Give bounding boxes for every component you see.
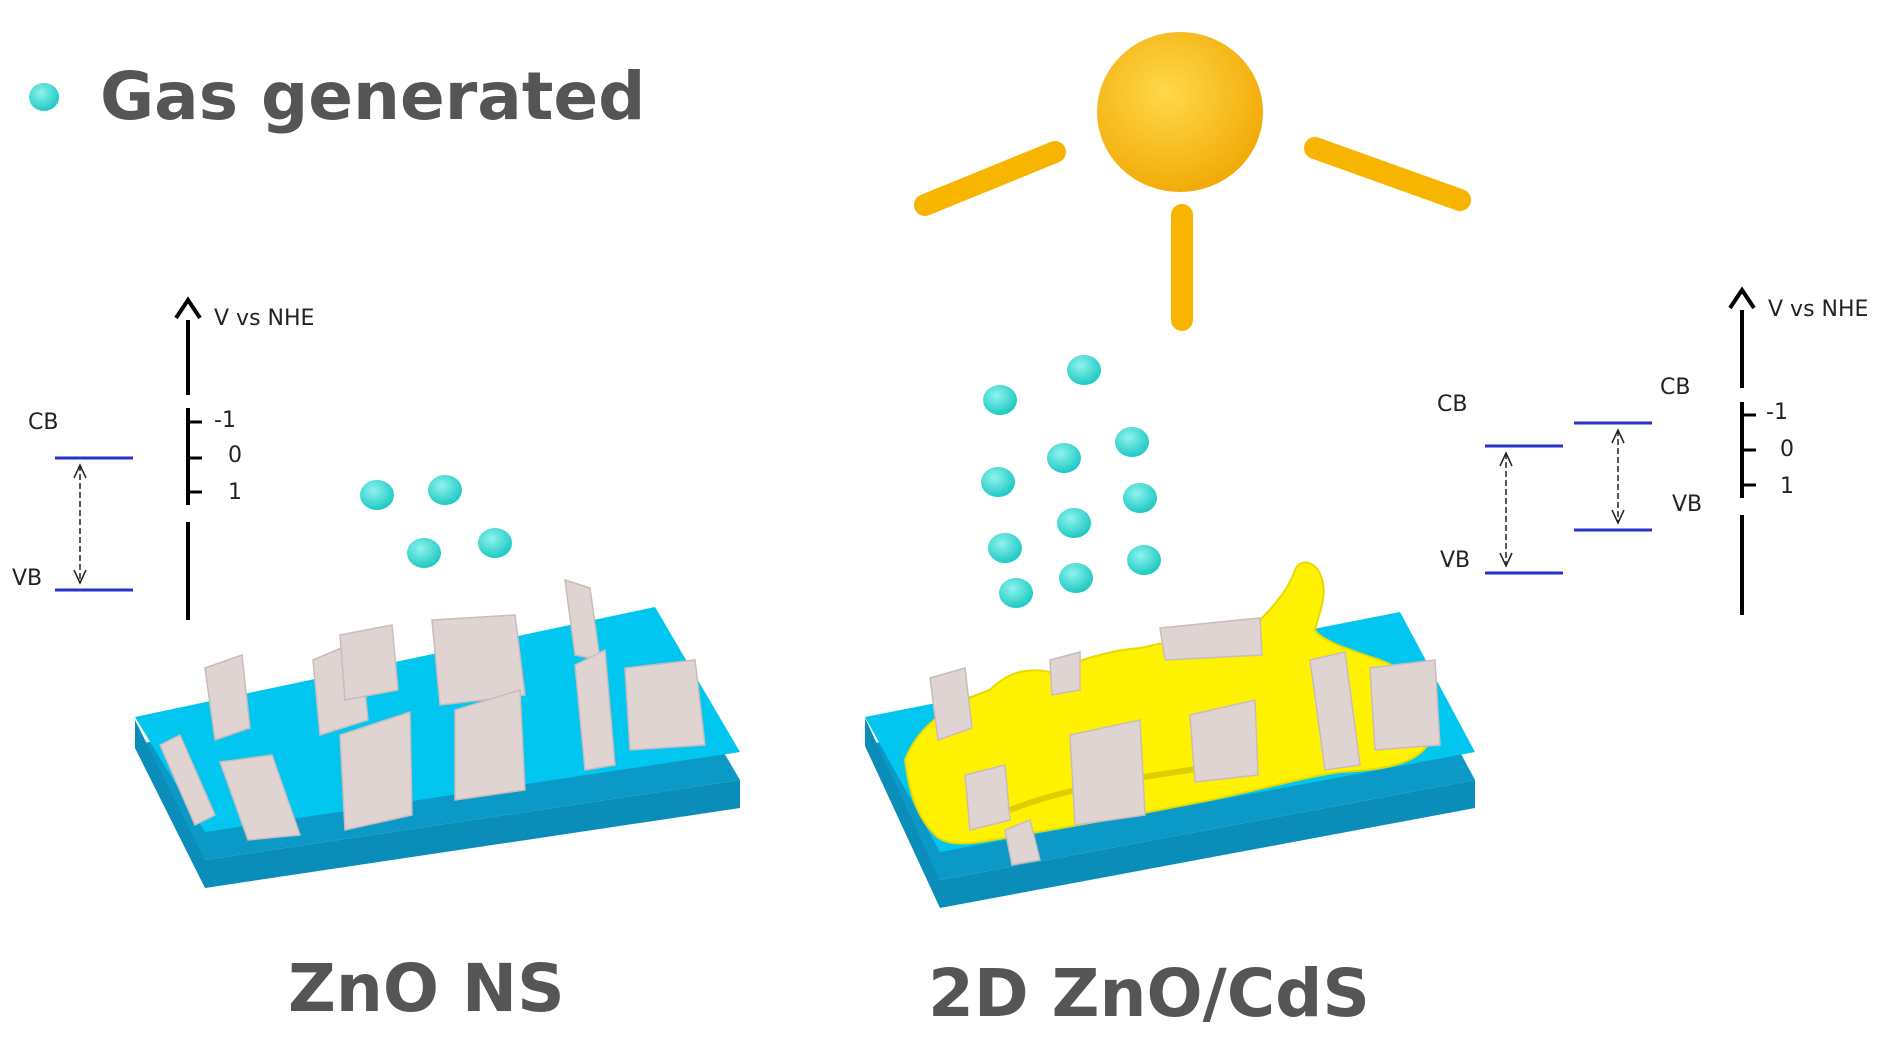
left-tick-minus1: -1: [214, 408, 236, 433]
legend-label: Gas generated: [100, 58, 646, 135]
zno-cb-label: CB: [1660, 375, 1691, 400]
left-cb-label: CB: [28, 410, 59, 435]
left-tick-0: 0: [228, 443, 242, 468]
right-tick-1: 1: [1780, 474, 1794, 499]
left-tick-1: 1: [228, 480, 242, 505]
right-energy-axis: [1728, 286, 1756, 615]
left-axis-title: V vs NHE: [214, 306, 315, 331]
caption-zno-cds: 2D ZnO/CdS: [928, 955, 1370, 1032]
cds-cb-label: CB: [1437, 392, 1468, 417]
zno-vb-label: VB: [1672, 492, 1703, 517]
right-axis-title: V vs NHE: [1768, 297, 1869, 322]
caption-zno-ns: ZnO NS: [288, 950, 565, 1027]
zno-nanosheets-left: [159, 578, 706, 841]
left-energy-axis: [174, 296, 202, 620]
left-band-edges: [55, 456, 133, 592]
cds-vb-label: VB: [1440, 548, 1471, 573]
gas-bubbles-left: [360, 475, 512, 568]
gas-bubbles-right: [981, 355, 1161, 608]
right-band-edges: [1485, 421, 1652, 575]
right-tick-minus1: -1: [1766, 400, 1788, 425]
zno-nanosheets-right: [929, 617, 1441, 866]
sun-icon: [914, 32, 1471, 331]
left-vb-label: VB: [12, 566, 43, 591]
legend-bubble-icon: [29, 83, 59, 111]
right-tick-0: 0: [1780, 437, 1794, 462]
